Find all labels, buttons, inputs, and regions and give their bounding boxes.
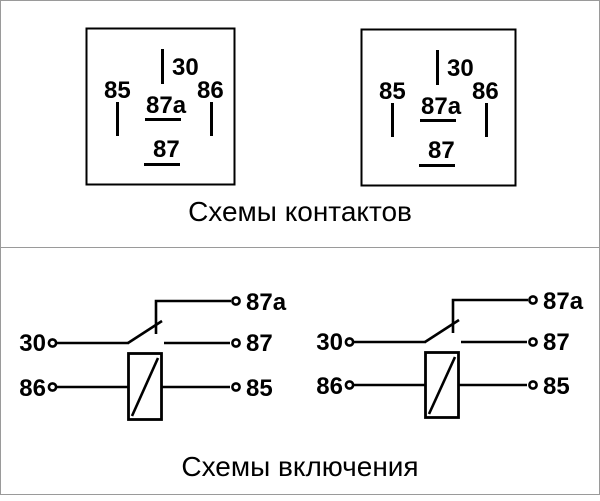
terminal-86: [344, 380, 355, 390]
terminal-86-label: 86: [316, 373, 343, 400]
pin-87-label: 87: [153, 136, 180, 163]
terminal-87: [231, 338, 241, 348]
wire-to-87a: [451, 298, 528, 333]
relay-body-outline: [85, 27, 236, 186]
terminal-30-label: 30: [19, 330, 46, 357]
terminal-85-label: 85: [543, 373, 570, 400]
terminal-87a-label: 87a: [246, 289, 287, 316]
terminal-85: [528, 380, 538, 390]
switch-blade: [127, 319, 163, 345]
terminal-85: [231, 382, 241, 392]
switch-blade: [424, 318, 460, 344]
relay-body-outline: [360, 28, 517, 187]
terminal-85-label: 85: [246, 375, 273, 402]
pin-87-label: 87: [428, 137, 455, 164]
relay-coil-diagonal: [130, 357, 160, 417]
pin-86-label: 86: [472, 78, 499, 105]
terminal-87: [528, 337, 538, 347]
terminal-87-label: 87: [246, 330, 273, 357]
pin-87a-label: 87a: [421, 93, 462, 120]
pin-87a-label: 87a: [146, 92, 187, 119]
pin-85-label: 85: [379, 78, 406, 105]
wiring-circuit-right: 30 86 87a 87 85: [316, 288, 584, 419]
terminal-87-label: 87: [543, 329, 570, 356]
pinout-diagram-right: 30 85 86 87a 87: [360, 28, 517, 187]
relay-coil-diagonal: [427, 356, 457, 415]
pinout-diagram-left: 30 85 86 87a 87: [85, 27, 236, 186]
pin-85-label: 85: [104, 77, 131, 104]
wire-to-87a: [154, 299, 231, 334]
terminal-86-label: 86: [19, 375, 46, 402]
contacts-caption: Схемы контактов: [188, 196, 412, 227]
terminal-30: [344, 337, 355, 347]
pin-30-label: 30: [172, 54, 199, 81]
wiring-circuit-left: 30 86 87a 87 85: [19, 289, 287, 421]
pin-86-label: 86: [197, 77, 224, 104]
wiring-caption: Схемы включения: [181, 451, 418, 482]
terminal-87a-label: 87a: [543, 288, 584, 315]
terminal-30-label: 30: [316, 329, 343, 356]
terminal-86: [47, 382, 58, 392]
terminal-30: [47, 338, 58, 348]
terminal-87a: [231, 296, 241, 306]
pin-30-label: 30: [447, 55, 474, 82]
terminal-87a: [528, 295, 538, 305]
